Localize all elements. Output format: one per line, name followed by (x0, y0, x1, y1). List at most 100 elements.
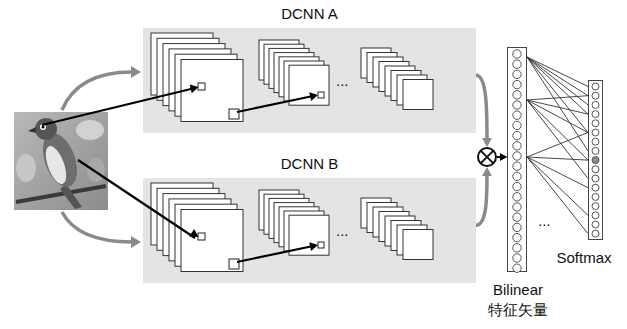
neuron (592, 101, 599, 108)
neuron (513, 203, 521, 211)
merge-arrow (476, 75, 487, 141)
flow-arrow (62, 72, 132, 110)
neuron (513, 60, 521, 68)
neuron (513, 121, 521, 129)
neuron (513, 244, 521, 252)
bird-belly (42, 143, 71, 186)
neuron (513, 70, 521, 78)
neuron (592, 203, 599, 210)
node-label: Bilinear (468, 281, 568, 299)
arrow-head (500, 153, 507, 161)
neuron-column (589, 81, 602, 239)
full-connection (527, 157, 588, 234)
neuron (513, 50, 521, 58)
feature-maps (143, 178, 476, 283)
arrow-head (190, 85, 199, 94)
full-connection (527, 100, 588, 133)
outer-product-cross (481, 151, 494, 164)
connector (527, 57, 588, 234)
arrow-head (500, 153, 507, 161)
neuron (592, 230, 599, 237)
ellipsis-label: ... (336, 72, 349, 90)
ellipsis-label: ... (336, 222, 349, 240)
neuron (513, 80, 521, 88)
neuron (592, 157, 599, 164)
neuron (513, 152, 521, 160)
full-connection (527, 57, 588, 133)
neuron (513, 131, 521, 139)
arrow-head (309, 242, 318, 251)
connector (476, 75, 507, 161)
receptive-field (198, 233, 205, 240)
projection-arrow (42, 88, 195, 125)
neuron (513, 264, 521, 272)
bird-eye (42, 126, 45, 129)
receptive-field (318, 92, 324, 98)
full-connection (527, 100, 588, 179)
node-label: 特征矢量 (468, 301, 568, 319)
arrow-head (131, 236, 141, 248)
neuron (592, 175, 599, 182)
feature-map (181, 210, 243, 272)
bird-photo (14, 112, 108, 210)
projection-arrow (237, 96, 313, 112)
full-connection (527, 100, 588, 160)
full-connection (527, 157, 588, 188)
receptive-field (318, 242, 324, 248)
neuron (592, 221, 599, 228)
neuron (592, 184, 599, 191)
neuron (592, 138, 599, 145)
softmax-layer: Softmax (588, 80, 603, 240)
node-label: DCNN B (143, 155, 476, 173)
neuron (513, 223, 521, 231)
arrow-head (482, 167, 492, 176)
full-connection (527, 157, 588, 215)
ellipsis-label: ... (538, 212, 551, 230)
neuron (513, 233, 521, 241)
full-connection (527, 57, 588, 114)
outer-product-symbol (478, 148, 496, 166)
neuron (592, 147, 599, 154)
node-label: Softmax (549, 249, 619, 267)
connector (476, 153, 507, 225)
neuron (513, 182, 521, 190)
bird-beak (28, 127, 36, 133)
neuron (592, 120, 599, 127)
flow-arrow (62, 212, 132, 242)
arrow-head (309, 92, 318, 101)
neuron (513, 254, 521, 262)
feature-vector: Bilinear特征矢量 (507, 47, 527, 272)
full-connection (527, 57, 588, 151)
neuron-column (508, 48, 526, 271)
feature-map (403, 80, 433, 110)
neuron (592, 193, 599, 200)
neuron (592, 212, 599, 219)
arrow-head (131, 66, 141, 78)
bird-tail (60, 184, 82, 209)
arrow-head (189, 229, 198, 237)
leaf (87, 158, 105, 182)
arrow-head (482, 138, 492, 147)
projection-arrow (78, 160, 195, 238)
receptive-field (198, 83, 205, 90)
neuron (592, 111, 599, 118)
neuron (592, 129, 599, 136)
full-connection (527, 96, 588, 100)
feature-maps (143, 28, 476, 133)
full-connection (527, 57, 588, 96)
neuron (513, 111, 521, 119)
neuron (513, 91, 521, 99)
merge-arrow (476, 173, 487, 225)
full-connection (527, 57, 588, 105)
cnn-panel: DCNN B... (143, 178, 476, 283)
neuron (592, 166, 599, 173)
receptive-field (229, 109, 239, 119)
node-label: DCNN A (143, 5, 476, 23)
neuron (592, 92, 599, 99)
neuron (513, 142, 521, 150)
neuron (592, 83, 599, 90)
feature-map (403, 230, 433, 260)
leaf (76, 120, 104, 140)
feature-map (181, 60, 243, 122)
